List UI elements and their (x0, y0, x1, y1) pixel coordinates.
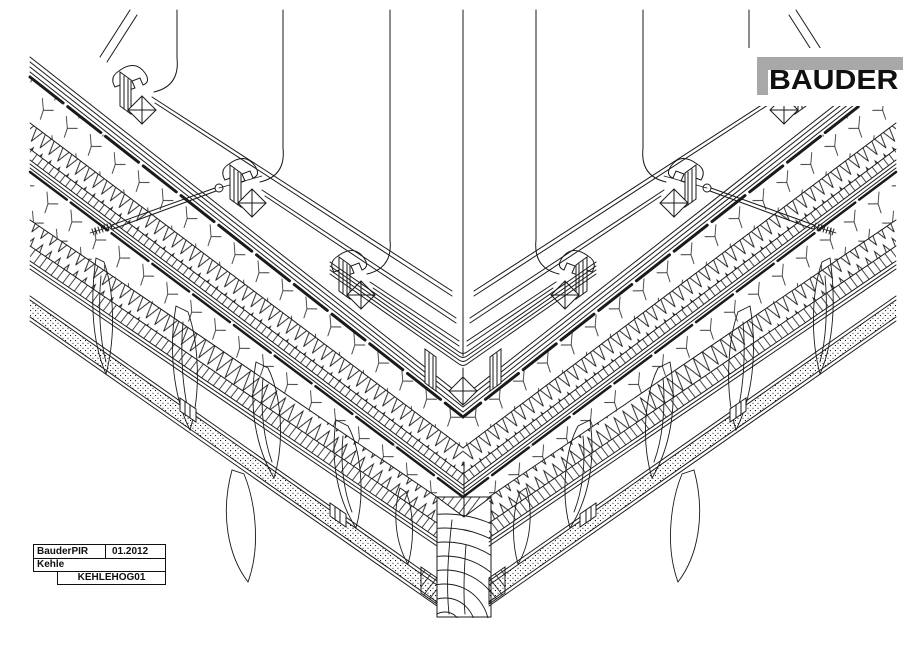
logo-leg-shape (757, 57, 768, 95)
valley-rafter-post (436, 496, 492, 618)
title-block: BauderPIR 01.2012 Kehle KEHLEHOG01 (33, 544, 166, 585)
valley-batten-cross-section (448, 376, 478, 406)
roof-tiles (112, 9, 460, 392)
logo-bar-shape (757, 57, 903, 70)
wood-growth-rings (437, 513, 491, 618)
valley-centre (329, 9, 597, 618)
insulation-fixing-screw (89, 175, 263, 236)
left-roof-slope-layers (28, 9, 465, 607)
ceiling-lining-strips (29, 295, 438, 607)
counter-batten (119, 71, 132, 115)
pir-insulation-layer-1 (29, 77, 464, 486)
product-name: BauderPIR (34, 545, 106, 558)
drawing-id: KEHLEHOG01 (57, 572, 166, 585)
drawing-date: 01.2012 (112, 546, 149, 557)
valley-gutter-sheet (329, 261, 597, 366)
title-block-row-product: BauderPIR 01.2012 (33, 544, 166, 559)
detail-name: Kehle (33, 559, 166, 572)
bauder-logo: BAUDER (745, 48, 910, 106)
tile-batten-cross-section (127, 95, 157, 125)
logo-wordmark: BAUDER (769, 64, 899, 95)
